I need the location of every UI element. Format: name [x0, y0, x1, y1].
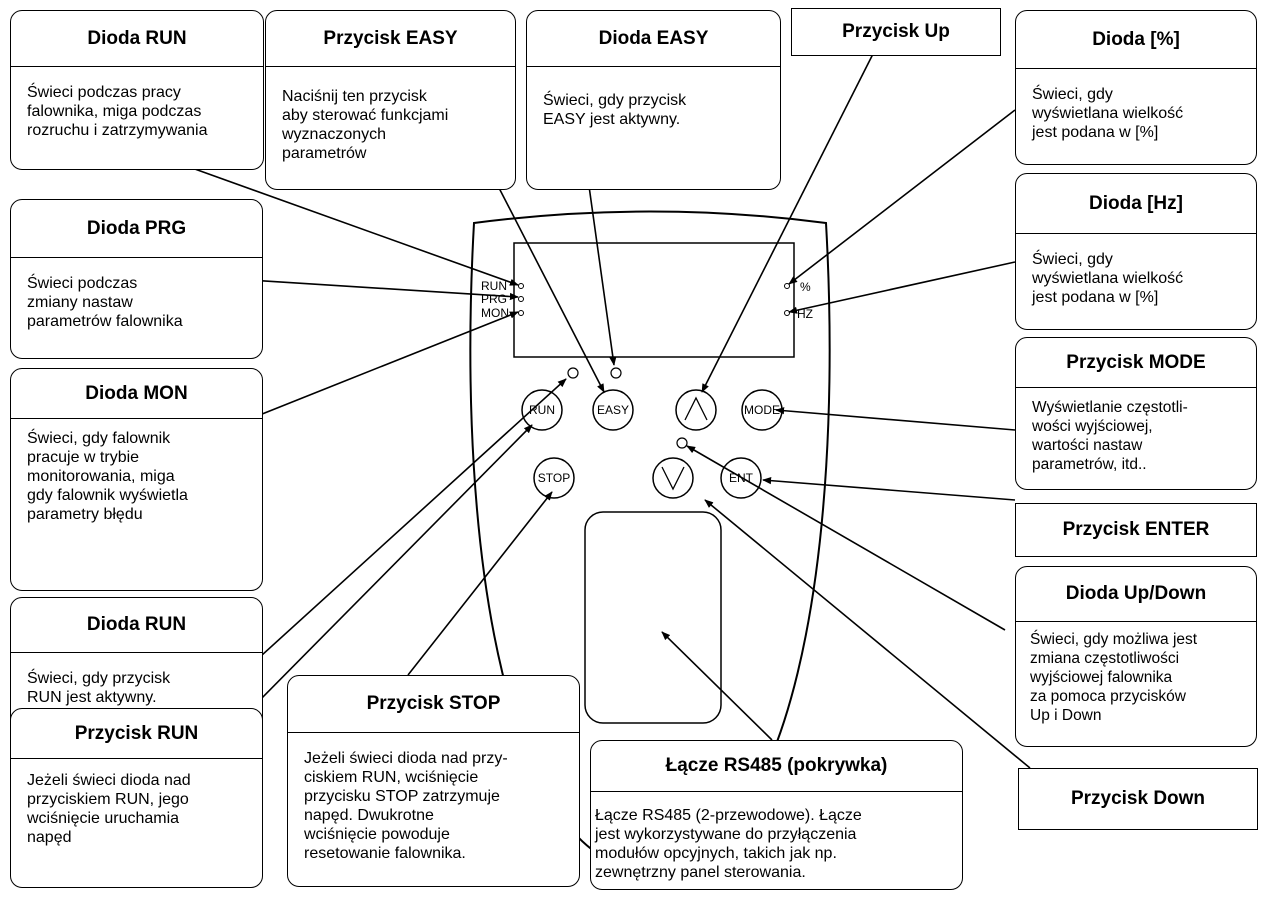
led-hz	[784, 310, 790, 316]
run-button[interactable]: RUN	[521, 389, 563, 431]
callout-przycisk-enter: Przycisk ENTER	[1015, 503, 1257, 557]
callout-przycisk-stop: Przycisk STOP Jeżeli świeci dioda nad pr…	[287, 675, 580, 887]
callout-title: Łącze RS485 (pokrywka)	[591, 741, 962, 792]
led-percent	[784, 283, 790, 289]
callout-text: Świeci podczas pracy falownika, miga pod…	[27, 84, 208, 139]
callout-title: Dioda MON	[11, 369, 262, 419]
pointer-przycisk-run	[249, 424, 533, 711]
mode-button-label: MODE	[744, 403, 780, 417]
led-label-prg: PRG	[481, 292, 507, 306]
led-label-mon: MON	[481, 306, 509, 320]
callout-text: Świeci, gdy wyświetlana wielkość jest po…	[1032, 251, 1184, 306]
callout-title: Przycisk RUN	[11, 709, 262, 759]
callout-dioda-hz: Dioda [Hz] Świeci, gdy wyświetlana wielk…	[1015, 173, 1257, 330]
callout-dioda-mon: Dioda MON Świeci, gdy falownik pracuje w…	[10, 368, 263, 591]
down-button[interactable]	[652, 457, 694, 499]
callout-title: Przycisk MODE	[1016, 338, 1256, 388]
rs485-cover	[584, 511, 722, 724]
callout-text: Świeci, gdy przycisk EASY jest aktywny.	[543, 92, 687, 128]
callout-dioda-updown: Dioda Up/Down Świeci, gdy możliwa jest z…	[1015, 566, 1257, 747]
easy-button[interactable]: EASY	[592, 389, 634, 431]
pointer-dioda-run-bottom	[239, 378, 567, 676]
callout-text: Świeci, gdy wyświetlana wielkość jest po…	[1032, 86, 1184, 141]
led-easy-indicator	[610, 367, 622, 379]
pointer-przycisk-stop	[407, 491, 553, 676]
callout-przycisk-run: Przycisk RUN Jeżeli świeci dioda nad prz…	[10, 708, 263, 888]
pointer-przycisk-mode	[775, 407, 1016, 431]
pointer-przycisk-enter	[762, 477, 1016, 501]
callout-title: Dioda RUN	[11, 11, 263, 67]
pointer-dioda-updown	[686, 445, 1006, 631]
callout-title: Przycisk STOP	[288, 676, 579, 733]
callout-przycisk-down: Przycisk Down	[1018, 768, 1258, 830]
down-arrow-icon	[661, 466, 685, 491]
callout-lacze-rs485: Łącze RS485 (pokrywka) Łącze RS485 (2-pr…	[590, 740, 963, 890]
led-run-button-indicator	[567, 367, 579, 379]
callout-title: Przycisk Down	[1070, 788, 1206, 809]
callout-dioda-easy: Dioda EASY Świeci, gdy przycisk EASY jes…	[526, 10, 781, 190]
led-updown-indicator	[676, 437, 688, 449]
callout-przycisk-up: Przycisk Up	[791, 8, 1001, 56]
callout-text: Jeżeli świeci dioda nad przyciskiem RUN,…	[27, 772, 191, 846]
callout-dioda-prg: Dioda PRG Świeci podczas zmiany nastaw p…	[10, 199, 263, 359]
callout-text: Świeci, gdy falownik pracuje w trybie mo…	[27, 430, 188, 523]
led-run	[518, 283, 524, 289]
callout-text: Jeżeli świeci dioda nad przy- ciskiem RU…	[304, 750, 508, 862]
callout-title: Dioda EASY	[527, 11, 780, 67]
pointer-dioda-prg	[232, 278, 519, 301]
led-prg	[518, 296, 524, 302]
callout-text: Świeci podczas zmiany nastaw parametrów …	[27, 275, 183, 330]
mode-button[interactable]: MODE	[741, 389, 783, 431]
easy-button-label: EASY	[597, 403, 629, 417]
up-arrow-icon	[684, 396, 708, 421]
stop-button[interactable]: STOP	[533, 457, 575, 499]
pointer-lacze-rs485	[661, 631, 773, 741]
led-label-hz: HZ	[797, 307, 813, 321]
callout-text: Świeci, gdy możliwa jest zmiana częstotl…	[1030, 631, 1198, 724]
callout-title: Przycisk Up	[842, 21, 950, 42]
pointer-dioda-hz	[788, 261, 1016, 314]
callout-title: Przycisk EASY	[266, 11, 515, 67]
callout-text: Świeci, gdy przycisk RUN jest aktywny.	[27, 670, 171, 706]
pointer-dioda-easy	[588, 185, 617, 366]
callout-text: Naciśnij ten przycisk aby sterować funkc…	[282, 88, 449, 162]
callout-title: Przycisk ENTER	[1062, 519, 1210, 540]
callout-title: Dioda RUN	[11, 598, 262, 653]
pointer-dioda-percent	[788, 109, 1016, 285]
callout-title: Dioda [%]	[1016, 11, 1256, 69]
pointer-dioda-run-top	[191, 167, 519, 286]
callout-title: Dioda [Hz]	[1016, 174, 1256, 234]
callout-text: Łącze RS485 (2-przewodowe). Łącze jest w…	[595, 807, 862, 881]
pointer-dioda-mon	[251, 311, 519, 419]
callout-przycisk-easy: Przycisk EASY Naciśnij ten przycisk aby …	[265, 10, 516, 190]
led-mon	[518, 310, 524, 316]
callout-title: Dioda PRG	[11, 200, 262, 258]
pointer-przycisk-down	[704, 499, 1031, 769]
led-label-percent: %	[800, 280, 811, 294]
up-button[interactable]	[675, 389, 717, 431]
callout-text: Wyświetlanie częstotli- wości wyjściowej…	[1032, 399, 1188, 473]
callout-title: Dioda Up/Down	[1016, 567, 1256, 622]
stop-button-label: STOP	[538, 471, 570, 485]
callout-dioda-percent: Dioda [%] Świeci, gdy wyświetlana wielko…	[1015, 10, 1257, 165]
callout-dioda-run-top: Dioda RUN Świeci podczas pracy falownika…	[10, 10, 264, 170]
led-label-run: RUN	[481, 279, 507, 293]
callout-przycisk-mode: Przycisk MODE Wyświetlanie częstotli- wo…	[1015, 337, 1257, 490]
pointer-przycisk-up	[701, 47, 877, 393]
pointer-przycisk-easy	[497, 185, 605, 393]
